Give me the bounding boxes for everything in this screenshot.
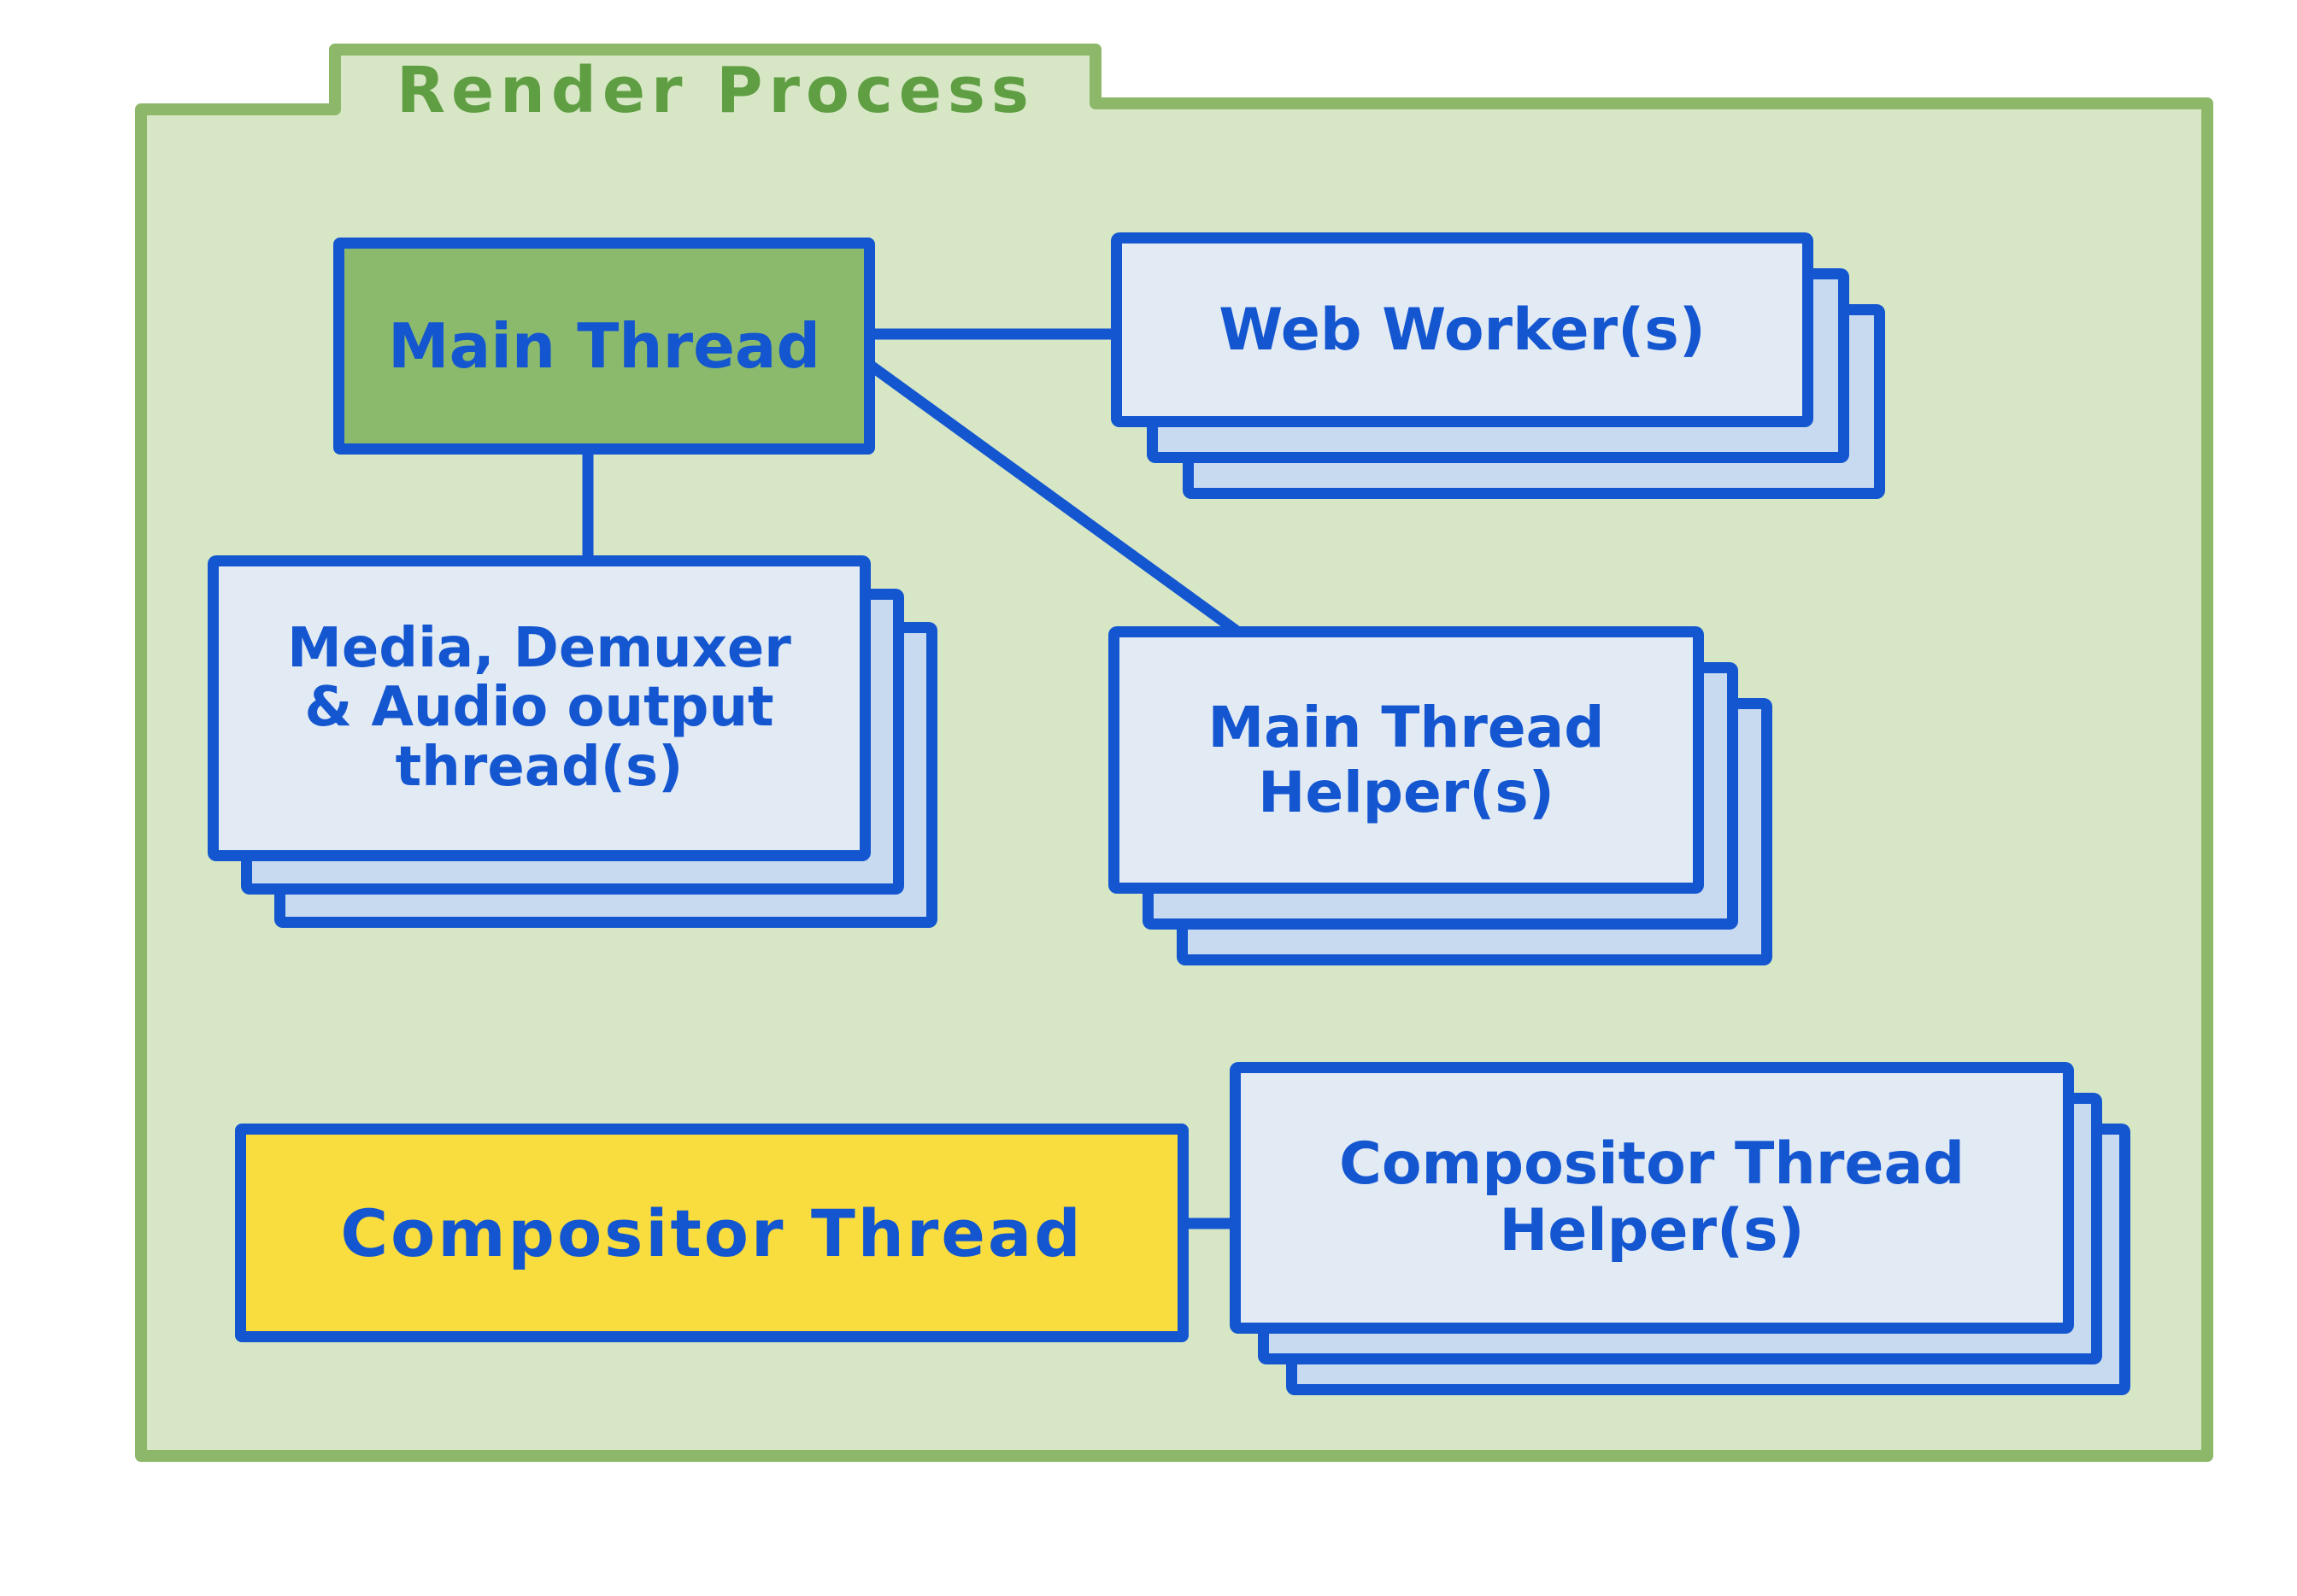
media-threads-front-card: Media, Demuxer & Audio output thread(s) bbox=[208, 555, 871, 861]
node-media-threads-label: Media, Demuxer & Audio output thread(s) bbox=[287, 617, 791, 799]
node-compositor-thread: Compositor Thread bbox=[235, 1124, 1189, 1342]
diagram-title: Render Process bbox=[397, 53, 1035, 127]
node-compositor-thread-label: Compositor Thread bbox=[340, 1194, 1084, 1271]
edge-main-thread-to-main-thread-helpers bbox=[861, 357, 1247, 640]
node-compositor-thread-helpers-label: Compositor Thread Helper(s) bbox=[1338, 1130, 1965, 1264]
node-main-thread-helpers: Main Thread Helper(s) bbox=[1108, 626, 1772, 965]
node-media-threads: Media, Demuxer & Audio output thread(s) bbox=[208, 555, 937, 928]
node-main-thread-label: Main Thread bbox=[387, 310, 821, 382]
compositor-thread-helpers-front-card: Compositor Thread Helper(s) bbox=[1230, 1062, 2074, 1334]
node-main-thread-helpers-label: Main Thread Helper(s) bbox=[1207, 694, 1605, 825]
node-web-workers-label: Web Worker(s) bbox=[1219, 296, 1706, 364]
main-thread-helpers-front-card: Main Thread Helper(s) bbox=[1108, 626, 1704, 894]
web-workers-front-card: Web Worker(s) bbox=[1111, 232, 1813, 427]
node-web-workers: Web Worker(s) bbox=[1111, 232, 1885, 499]
node-compositor-thread-helpers: Compositor Thread Helper(s) bbox=[1230, 1062, 2130, 1395]
node-main-thread: Main Thread bbox=[333, 238, 875, 455]
